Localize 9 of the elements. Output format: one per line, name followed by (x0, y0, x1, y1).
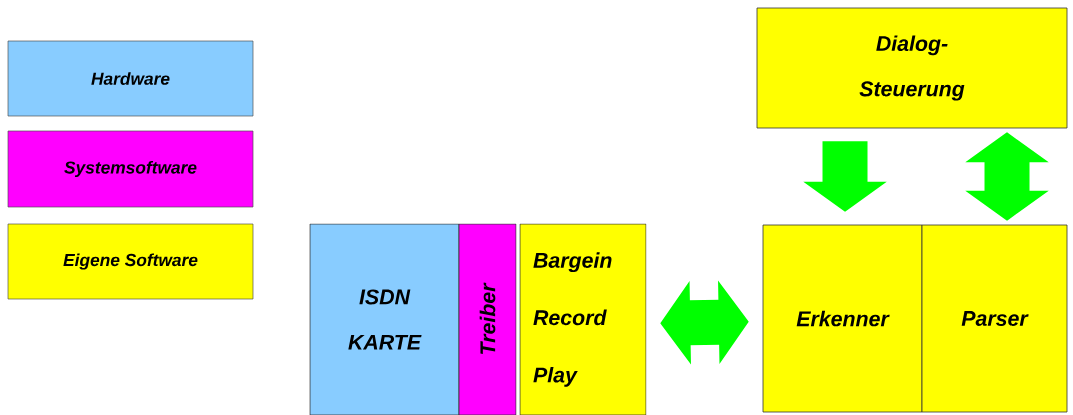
process-box: Erkenner (762, 224, 923, 413)
process-box: ISDN KARTE (309, 223, 460, 415)
process-box: Dialog- Steuerung (756, 7, 1068, 129)
legend-item: Eigene Software (7, 223, 254, 300)
process-box: Treiber (458, 223, 517, 415)
legend-item: Hardware (7, 40, 254, 117)
process-box: Parser (921, 224, 1068, 413)
legend-item: Systemsoftware (7, 130, 254, 208)
process-box: Bargein Record Play (519, 223, 647, 415)
